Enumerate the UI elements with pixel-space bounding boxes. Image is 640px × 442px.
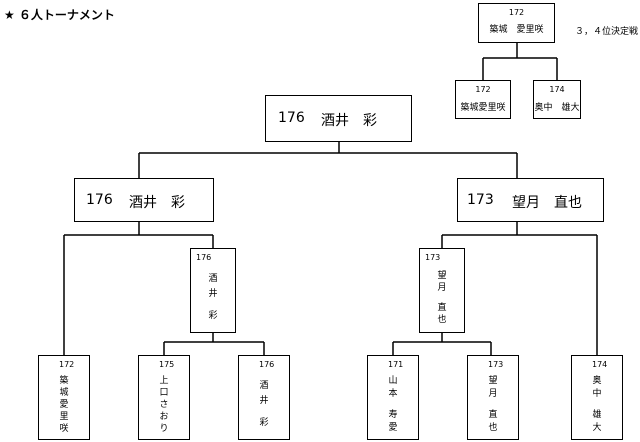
player-number: 176 — [196, 253, 212, 262]
third-place-winner-box: 172 築城 愛里咲 — [478, 3, 555, 43]
player-number: 176 — [259, 360, 275, 369]
third-place-player-box: 174 奥中 雄大 — [533, 80, 581, 119]
player-name-char: 咲 — [59, 424, 69, 434]
first-round-player-box: 172 築 城 愛 里 咲 — [38, 355, 90, 440]
player-name-char: 愛 — [59, 400, 69, 410]
player-name-char: 雄 — [592, 410, 602, 420]
champion-box: 176 酒井 彩 — [265, 95, 412, 142]
player-name-char: 寿 — [388, 410, 398, 420]
player-name-char: 井 — [259, 396, 269, 406]
semifinal-winner-box: 176 酒 井 彩 — [190, 248, 236, 333]
first-round-player-box: 176 酒 井 彩 — [238, 355, 290, 440]
player-name-char: 口 — [159, 388, 169, 398]
third-place-label: ３，４位決定戦 — [575, 27, 639, 37]
player-name-char: 築 — [59, 376, 69, 386]
player-name-char: お — [159, 412, 169, 422]
player-name-char: 酒 — [259, 381, 269, 391]
player-number: 172 — [475, 85, 491, 94]
player-name-char: 望 — [488, 376, 498, 386]
player-name-char: 大 — [592, 423, 602, 433]
player-name-char: 井 — [208, 289, 218, 299]
player-name-char: 山 — [388, 376, 398, 386]
player-name-char: 月 — [488, 389, 498, 399]
player-name: 酒井 彩 — [129, 195, 185, 211]
player-name-char: 中 — [592, 389, 602, 399]
first-round-player-box: 171 山 本 寿 愛 — [367, 355, 419, 440]
player-number: 172 — [59, 360, 75, 369]
player-name: 望月 直也 — [512, 195, 582, 211]
player-number: 176 — [86, 192, 113, 208]
player-number: 175 — [159, 360, 175, 369]
player-name: 奥中 雄大 — [534, 103, 580, 113]
player-name-char: 奥 — [592, 376, 602, 386]
page-title: ★ ６人トーナメント — [4, 8, 115, 22]
player-name-char: 也 — [488, 423, 498, 433]
player-name-char: 彩 — [259, 418, 269, 428]
player-name: 築城愛里咲 — [460, 103, 506, 113]
player-name-char: 直 — [437, 303, 447, 313]
finalist-box: 176 酒井 彩 — [74, 178, 214, 222]
player-number: 174 — [592, 360, 608, 369]
first-round-player-box: 174 奥 中 雄 大 — [571, 355, 623, 440]
player-name-char: 上 — [159, 376, 169, 386]
first-round-player-box: 175 上 口 さ お り — [138, 355, 190, 440]
player-name: 酒井 彩 — [321, 113, 377, 129]
first-round-player-box: 173 望 月 直 也 — [467, 355, 519, 440]
player-number: 173 — [425, 253, 441, 262]
player-number: 174 — [549, 85, 565, 94]
finalist-box: 173 望月 直也 — [457, 178, 604, 222]
player-name-char: り — [159, 424, 169, 434]
player-number: 176 — [278, 110, 305, 126]
player-name-char: 月 — [437, 283, 447, 293]
player-number: 171 — [388, 360, 404, 369]
player-name: 築城 愛里咲 — [489, 25, 544, 35]
player-name-char: 望 — [437, 271, 447, 281]
semifinal-winner-box: 173 望 月 直 也 — [419, 248, 465, 333]
player-name-char: 城 — [59, 388, 69, 398]
player-name-char: さ — [159, 400, 169, 410]
player-name-char: 本 — [388, 389, 398, 399]
player-name-char: 里 — [59, 412, 69, 422]
third-place-player-box: 172 築城愛里咲 — [455, 80, 511, 119]
player-number: 172 — [508, 8, 525, 17]
player-name-char: 愛 — [388, 423, 398, 433]
player-name-char: 彩 — [208, 311, 218, 321]
player-name-char: 直 — [488, 410, 498, 420]
player-name-char: 酒 — [208, 274, 218, 284]
player-name-char: 也 — [437, 315, 447, 325]
player-number: 173 — [488, 360, 504, 369]
player-number: 173 — [467, 192, 494, 208]
